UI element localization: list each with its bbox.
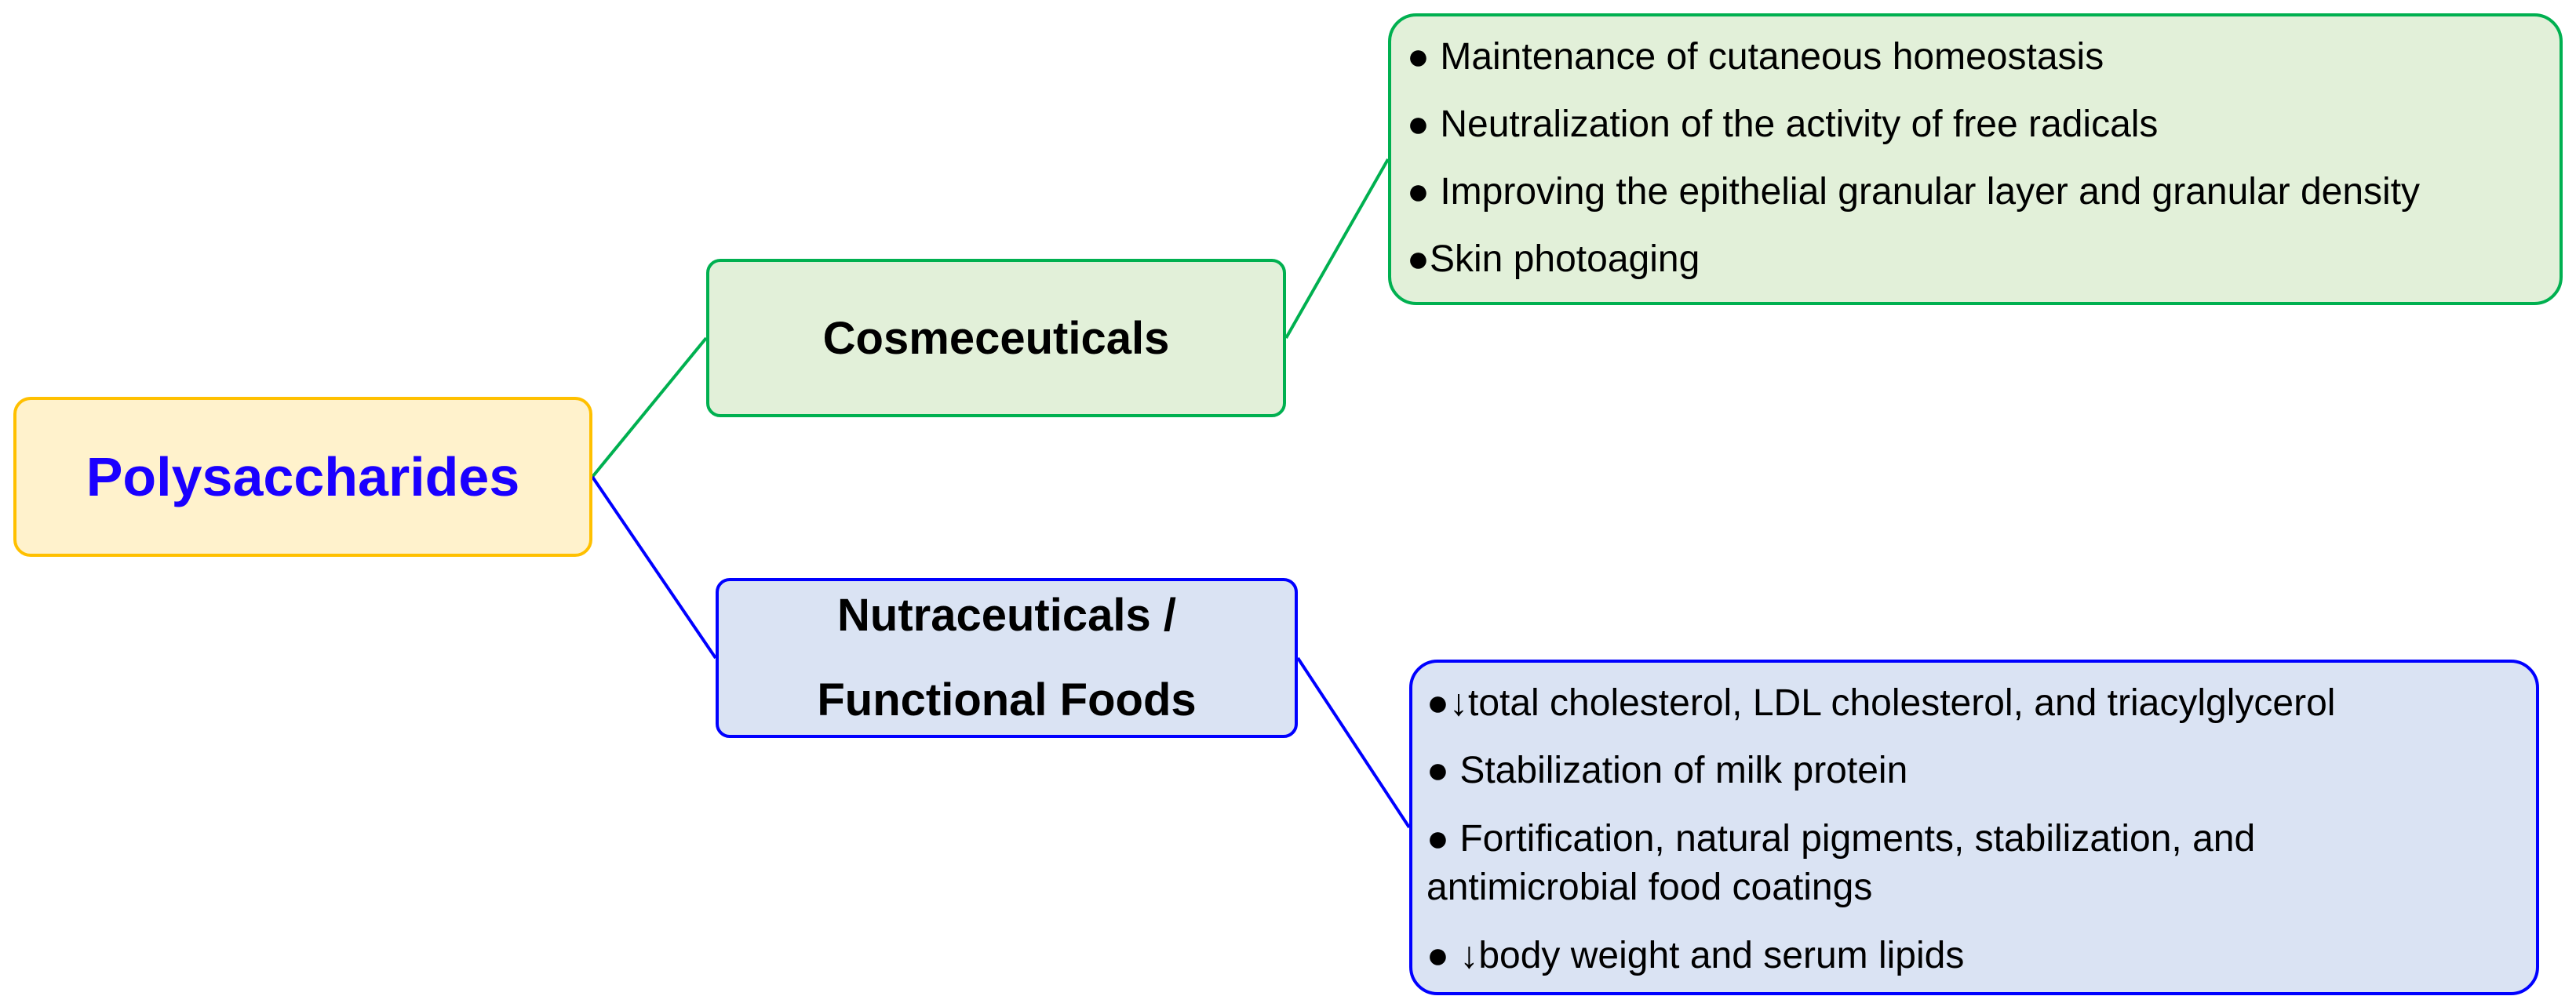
- connector-nutraceuticals-to-details: [1296, 656, 1411, 829]
- nutraceuticals-item: ● Stabilization of milk protein: [1426, 750, 1908, 791]
- cosmeceuticals-item: ● Improving the epithelial granular laye…: [1407, 171, 2421, 213]
- connector-root-to-nutraceuticals: [591, 475, 717, 660]
- connector-root-to-cosmeceuticals: [591, 336, 708, 478]
- cosmeceuticals-label: Cosmeceuticals: [822, 312, 1170, 364]
- branch-node-nutraceuticals: Nutraceuticals / Functional Foods: [716, 578, 1298, 738]
- nutraceuticals-item: ● ↓body weight and serum lipids: [1426, 935, 1965, 976]
- root-node-polysaccharides: Polysaccharides: [13, 397, 592, 557]
- nutraceuticals-label-line1: Nutraceuticals /: [837, 590, 1176, 641]
- cosmeceuticals-item: ● Maintenance of cutaneous homeostasis: [1407, 36, 2104, 78]
- branch-node-cosmeceuticals: Cosmeceuticals: [706, 259, 1286, 417]
- nutraceuticals-detail-box: ●↓total cholesterol, LDL cholesterol, an…: [1409, 660, 2539, 995]
- cosmeceuticals-item: ●Skin photoaging: [1407, 238, 1700, 280]
- cosmeceuticals-item: ● Neutralization of the activity of free…: [1407, 104, 2159, 145]
- root-label: Polysaccharides: [86, 446, 520, 507]
- nutraceuticals-item: ●↓total cholesterol, LDL cholesterol, an…: [1426, 682, 2336, 724]
- nutraceuticals-label-line2: Functional Foods: [817, 674, 1197, 725]
- cosmeceuticals-detail-box: ● Maintenance of cutaneous homeostasis ●…: [1388, 13, 2563, 305]
- nutraceuticals-item: ● Fortification, natural pigments, stabi…: [1426, 818, 2266, 908]
- connector-cosmeceuticals-to-details: [1284, 158, 1390, 339]
